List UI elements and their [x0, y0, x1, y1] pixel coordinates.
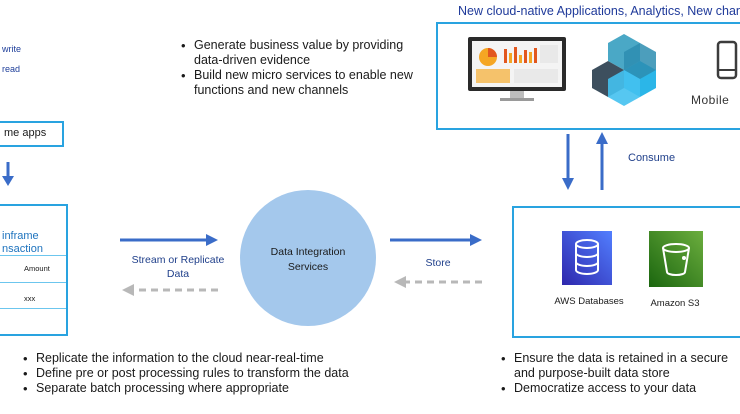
consume-arrows — [562, 132, 608, 190]
mainframe-title-line1: inframe — [2, 230, 39, 242]
store-arrows — [390, 234, 482, 288]
consume-label: Consume — [628, 152, 676, 164]
mobile-label: Mobile — [691, 93, 730, 107]
aws-database-icon — [562, 231, 612, 285]
mainframe-transaction-box: inframe nsaction Amount xxx — [0, 204, 68, 336]
table-row-divider-3 — [0, 308, 66, 309]
cloud-native-title: New cloud-native Applications, Analytics… — [458, 4, 740, 18]
table-column-amount: Amount — [24, 264, 50, 273]
bottom-left-bullet-1: Replicate the information to the cloud n… — [20, 351, 400, 366]
top-bullet-2: Build new micro services to enable new f… — [178, 68, 418, 98]
bottom-right-bullet-1: Ensure the data is retained in a secure … — [498, 351, 738, 381]
aws-storage-box — [512, 206, 740, 338]
data-integration-circle: Data Integration Services — [240, 190, 376, 326]
mobile-phone-icon — [716, 40, 738, 80]
amazon-s3-bucket-icon — [649, 231, 703, 287]
aws-databases-label: AWS Databases — [554, 296, 624, 307]
legend-write: write — [2, 44, 22, 54]
amazon-s3-label: Amazon S3 — [650, 298, 700, 309]
write-arrow-down — [2, 162, 14, 186]
store-label: Store — [425, 257, 451, 269]
top-bullet-list: Generate business value by providing dat… — [178, 38, 418, 98]
mainframe-title-line2: nsaction — [2, 243, 43, 255]
bottom-right-bullet-2: Democratize access to your data — [498, 381, 738, 396]
monitor-dashboard-icon — [468, 37, 566, 101]
table-cell-xxx: xxx — [24, 294, 36, 303]
bottom-left-bullet-3: Separate batch processing where appropri… — [20, 381, 400, 396]
stream-arrows — [120, 234, 218, 296]
hexagon-cluster-icon — [592, 34, 656, 106]
bottom-right-bullet-list: Ensure the data is retained in a secure … — [498, 351, 738, 396]
bottom-left-bullet-2: Define pre or post processing rules to t… — [20, 366, 400, 381]
table-row-divider-2 — [0, 282, 66, 283]
legend-read: read — [2, 64, 21, 74]
dis-label-line2: Services — [287, 261, 329, 273]
dis-label-line1: Data Integration — [270, 246, 346, 258]
table-row-divider-1 — [0, 255, 66, 256]
top-bullet-1: Generate business value by providing dat… — [178, 38, 418, 68]
stream-label: Stream or Replicate Data — [131, 254, 225, 280]
bottom-left-bullet-list: Replicate the information to the cloud n… — [20, 351, 400, 396]
mainframe-apps-label: me apps — [4, 127, 47, 139]
mainframe-apps-box: me apps — [0, 121, 64, 147]
